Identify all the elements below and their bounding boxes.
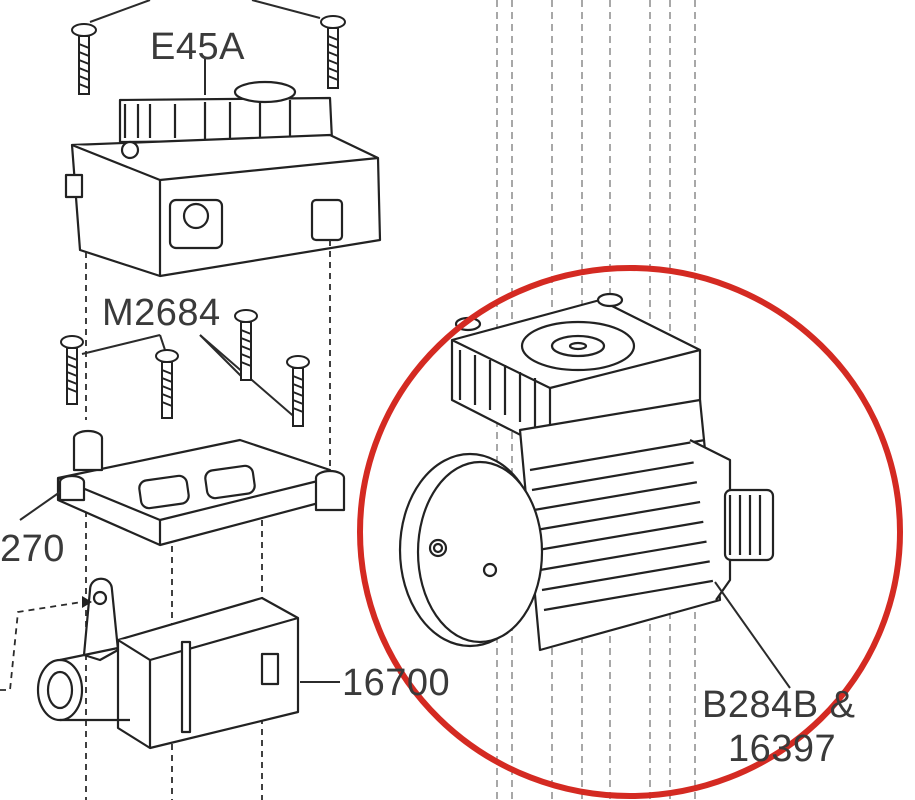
mount-screw-4 bbox=[286, 355, 310, 427]
esc-leader-lines bbox=[89, 0, 321, 95]
screw-part-number: M2684 bbox=[102, 292, 221, 334]
motor-leader-line bbox=[714, 581, 791, 689]
esc-part-number: E45A bbox=[150, 26, 245, 68]
esc-unit bbox=[64, 80, 382, 278]
servo-arrow-head bbox=[82, 596, 92, 608]
mount-screw-1 bbox=[60, 335, 84, 405]
esc-screw-right bbox=[320, 15, 346, 89]
servo-link-dashed bbox=[0, 601, 83, 691]
mount-screw-3 bbox=[234, 309, 258, 381]
motor-with-fan bbox=[398, 292, 775, 652]
esc-screw-left bbox=[71, 23, 97, 95]
servo-unit bbox=[36, 577, 300, 750]
highlight-circle bbox=[357, 265, 903, 799]
servo-part-number: 16700 bbox=[342, 662, 451, 704]
mount-screw-2 bbox=[155, 349, 179, 419]
mount-part-number: 270 bbox=[0, 528, 65, 570]
motor-part-number-line1: B284B & bbox=[702, 684, 856, 726]
screw-leader-lines bbox=[81, 334, 299, 421]
motor-part-number-line2: 16397 bbox=[728, 728, 837, 770]
mount-leader-line bbox=[19, 491, 61, 521]
esc-mount-plate bbox=[56, 429, 346, 547]
